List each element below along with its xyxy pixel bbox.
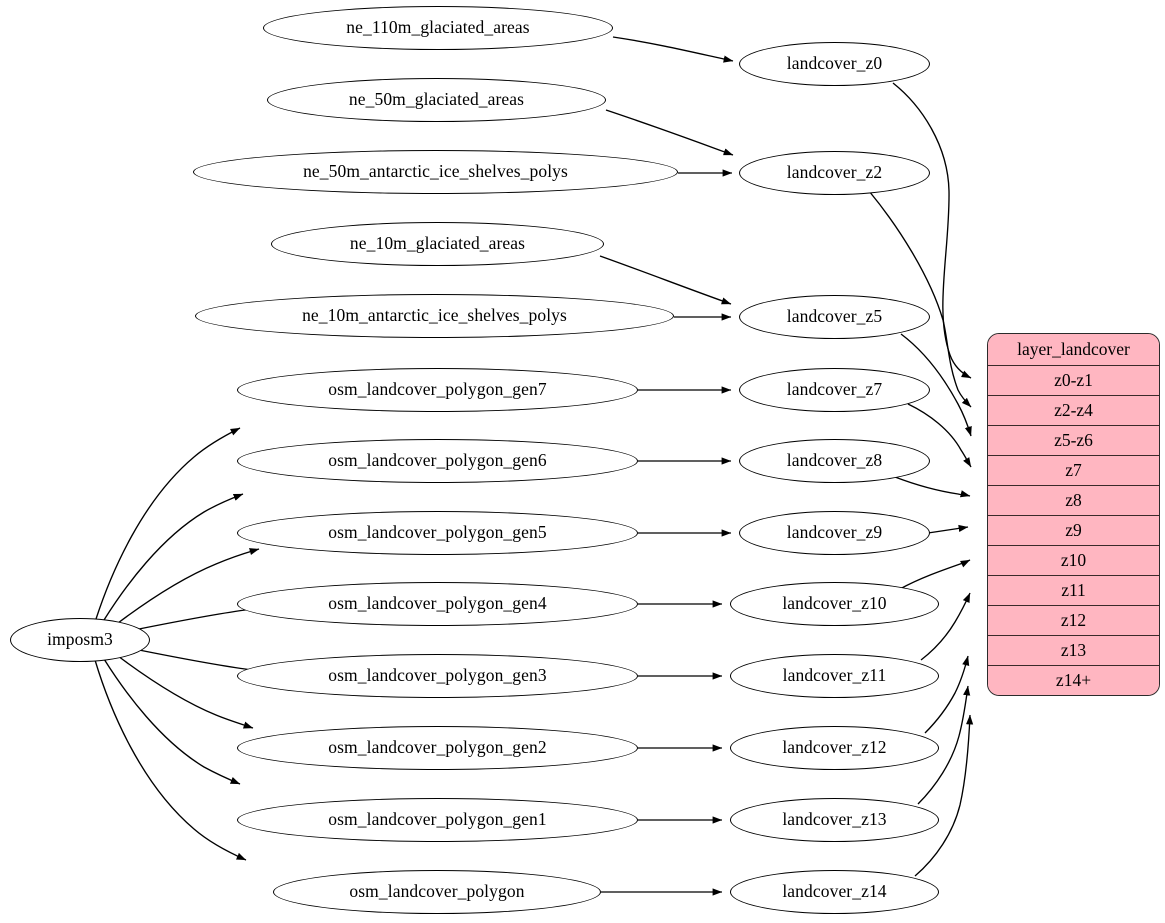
node-layer-landcover-table[interactable]: layer_landcover z0-z1 z2-z4 z5-z6 z7 z8 … bbox=[987, 333, 1160, 696]
edge-ne50mglac-to-z2 bbox=[605, 109, 734, 156]
table-row-z12[interactable]: z12 bbox=[988, 605, 1159, 635]
table-cell-label: z14+ bbox=[1055, 670, 1092, 690]
table-row-z11[interactable]: z11 bbox=[988, 575, 1159, 605]
edge-imposm3-to-gen2 bbox=[117, 655, 254, 729]
node-label: osm_landcover_polygon_gen7 bbox=[328, 379, 547, 400]
node-label: ne_10m_glaciated_areas bbox=[349, 233, 526, 254]
node-osm-landcover-polygon-gen4[interactable]: osm_landcover_polygon_gen4 bbox=[237, 582, 638, 626]
edge-z0-to-row-z0z1 bbox=[892, 82, 972, 379]
node-imposm3[interactable]: imposm3 bbox=[10, 618, 150, 662]
table-header-label: layer_landcover bbox=[1017, 339, 1130, 359]
node-label: landcover_z12 bbox=[782, 737, 887, 758]
edge-z8-to-row-z8 bbox=[894, 476, 971, 498]
node-osm-landcover-polygon[interactable]: osm_landcover_polygon bbox=[273, 870, 601, 914]
table-row-z5-z6[interactable]: z5-z6 bbox=[988, 425, 1159, 455]
table-row-z2-z4[interactable]: z2-z4 bbox=[988, 395, 1159, 425]
node-landcover-z0[interactable]: landcover_z0 bbox=[739, 42, 930, 86]
table-row-z0-z1[interactable]: z0-z1 bbox=[988, 365, 1159, 395]
node-osm-landcover-polygon-gen2[interactable]: osm_landcover_polygon_gen2 bbox=[237, 726, 638, 770]
node-label: landcover_z2 bbox=[786, 162, 883, 183]
node-label: landcover_z5 bbox=[786, 306, 883, 327]
node-label: landcover_z9 bbox=[786, 522, 883, 543]
node-landcover-z5[interactable]: landcover_z5 bbox=[739, 295, 930, 339]
table-cell-label: z12 bbox=[1060, 610, 1087, 630]
table-cell-label: z2-z4 bbox=[1054, 400, 1093, 420]
node-landcover-z11[interactable]: landcover_z11 bbox=[730, 654, 939, 698]
node-landcover-z9[interactable]: landcover_z9 bbox=[739, 511, 930, 555]
node-osm-landcover-polygon-gen1[interactable]: osm_landcover_polygon_gen1 bbox=[237, 798, 638, 842]
node-label: landcover_z7 bbox=[786, 379, 883, 400]
node-label: osm_landcover_polygon_gen6 bbox=[328, 450, 547, 471]
node-label: osm_landcover_polygon bbox=[349, 881, 525, 902]
node-label: ne_10m_antarctic_ice_shelves_polys bbox=[302, 305, 567, 326]
node-landcover-z13[interactable]: landcover_z13 bbox=[730, 798, 939, 842]
node-landcover-z14[interactable]: landcover_z14 bbox=[730, 870, 939, 914]
node-label: landcover_z13 bbox=[782, 809, 887, 830]
table-header-cell: layer_landcover bbox=[988, 334, 1159, 365]
node-label: ne_110m_glaciated_areas bbox=[346, 17, 530, 38]
node-ne-50m-antarctic-ice-shelves-polys[interactable]: ne_50m_antarctic_ice_shelves_polys bbox=[193, 150, 678, 194]
node-ne-110m-glaciated-areas[interactable]: ne_110m_glaciated_areas bbox=[263, 6, 613, 50]
node-osm-landcover-polygon-gen3[interactable]: osm_landcover_polygon_gen3 bbox=[237, 654, 638, 698]
table-cell-label: z0-z1 bbox=[1054, 370, 1093, 390]
node-landcover-z10[interactable]: landcover_z10 bbox=[730, 582, 939, 626]
edge-imposm3-to-poly bbox=[94, 659, 247, 861]
node-label: osm_landcover_polygon_gen2 bbox=[328, 737, 547, 758]
table-row-z7[interactable]: z7 bbox=[988, 455, 1159, 485]
edge-z10-to-row-z10 bbox=[899, 559, 971, 590]
node-osm-landcover-polygon-gen6[interactable]: osm_landcover_polygon_gen6 bbox=[237, 439, 638, 483]
node-label: landcover_z0 bbox=[786, 53, 883, 74]
node-label: osm_landcover_polygon_gen4 bbox=[328, 593, 547, 614]
node-ne-10m-antarctic-ice-shelves-polys[interactable]: ne_10m_antarctic_ice_shelves_polys bbox=[195, 294, 674, 338]
table-cell-label: z13 bbox=[1060, 640, 1087, 660]
edge-imposm3-to-gen6 bbox=[103, 493, 244, 621]
node-label: ne_50m_glaciated_areas bbox=[348, 89, 525, 110]
table-cell-label: z7 bbox=[1065, 460, 1082, 480]
node-landcover-z12[interactable]: landcover_z12 bbox=[730, 726, 939, 770]
table-cell-label: z11 bbox=[1061, 580, 1086, 600]
edge-z9-to-row-z9 bbox=[927, 524, 969, 534]
edge-ne10mglac-to-z5 bbox=[599, 255, 732, 305]
node-label: osm_landcover_polygon_gen5 bbox=[328, 522, 547, 543]
edge-imposm3-to-gen7 bbox=[95, 427, 241, 620]
table-row-z14-plus[interactable]: z14+ bbox=[988, 665, 1159, 695]
table-cell-label: z9 bbox=[1065, 520, 1082, 540]
node-label: osm_landcover_polygon_gen1 bbox=[328, 809, 547, 830]
node-landcover-z7[interactable]: landcover_z7 bbox=[739, 368, 930, 412]
edge-imposm3-to-gen5 bbox=[117, 548, 260, 624]
node-label: landcover_z10 bbox=[782, 593, 887, 614]
node-ne-50m-glaciated-areas[interactable]: ne_50m_glaciated_areas bbox=[267, 78, 606, 122]
table-cell-label: z5-z6 bbox=[1054, 430, 1093, 450]
node-imposm3-label: imposm3 bbox=[47, 629, 113, 650]
node-osm-landcover-polygon-gen7[interactable]: osm_landcover_polygon_gen7 bbox=[237, 368, 638, 412]
edge-ne110m-to-z0 bbox=[612, 36, 734, 63]
table-cell-label: z10 bbox=[1060, 550, 1087, 570]
node-label: landcover_z14 bbox=[782, 881, 887, 902]
node-landcover-z8[interactable]: landcover_z8 bbox=[739, 439, 930, 483]
node-label: ne_50m_antarctic_ice_shelves_polys bbox=[303, 161, 568, 182]
table-cell-label: z8 bbox=[1065, 490, 1082, 510]
table-row-z10[interactable]: z10 bbox=[988, 545, 1159, 575]
table-row-z13[interactable]: z13 bbox=[988, 635, 1159, 665]
node-label: osm_landcover_polygon_gen3 bbox=[328, 665, 547, 686]
node-osm-landcover-polygon-gen5[interactable]: osm_landcover_polygon_gen5 bbox=[237, 511, 638, 555]
node-landcover-z2[interactable]: landcover_z2 bbox=[739, 151, 930, 195]
edge-imposm3-to-gen1 bbox=[103, 658, 241, 785]
table-row-z9[interactable]: z9 bbox=[988, 515, 1159, 545]
node-label: landcover_z8 bbox=[786, 450, 883, 471]
node-ne-10m-glaciated-areas[interactable]: ne_10m_glaciated_areas bbox=[271, 222, 604, 266]
node-label: landcover_z11 bbox=[782, 665, 887, 686]
table-row-z8[interactable]: z8 bbox=[988, 485, 1159, 515]
